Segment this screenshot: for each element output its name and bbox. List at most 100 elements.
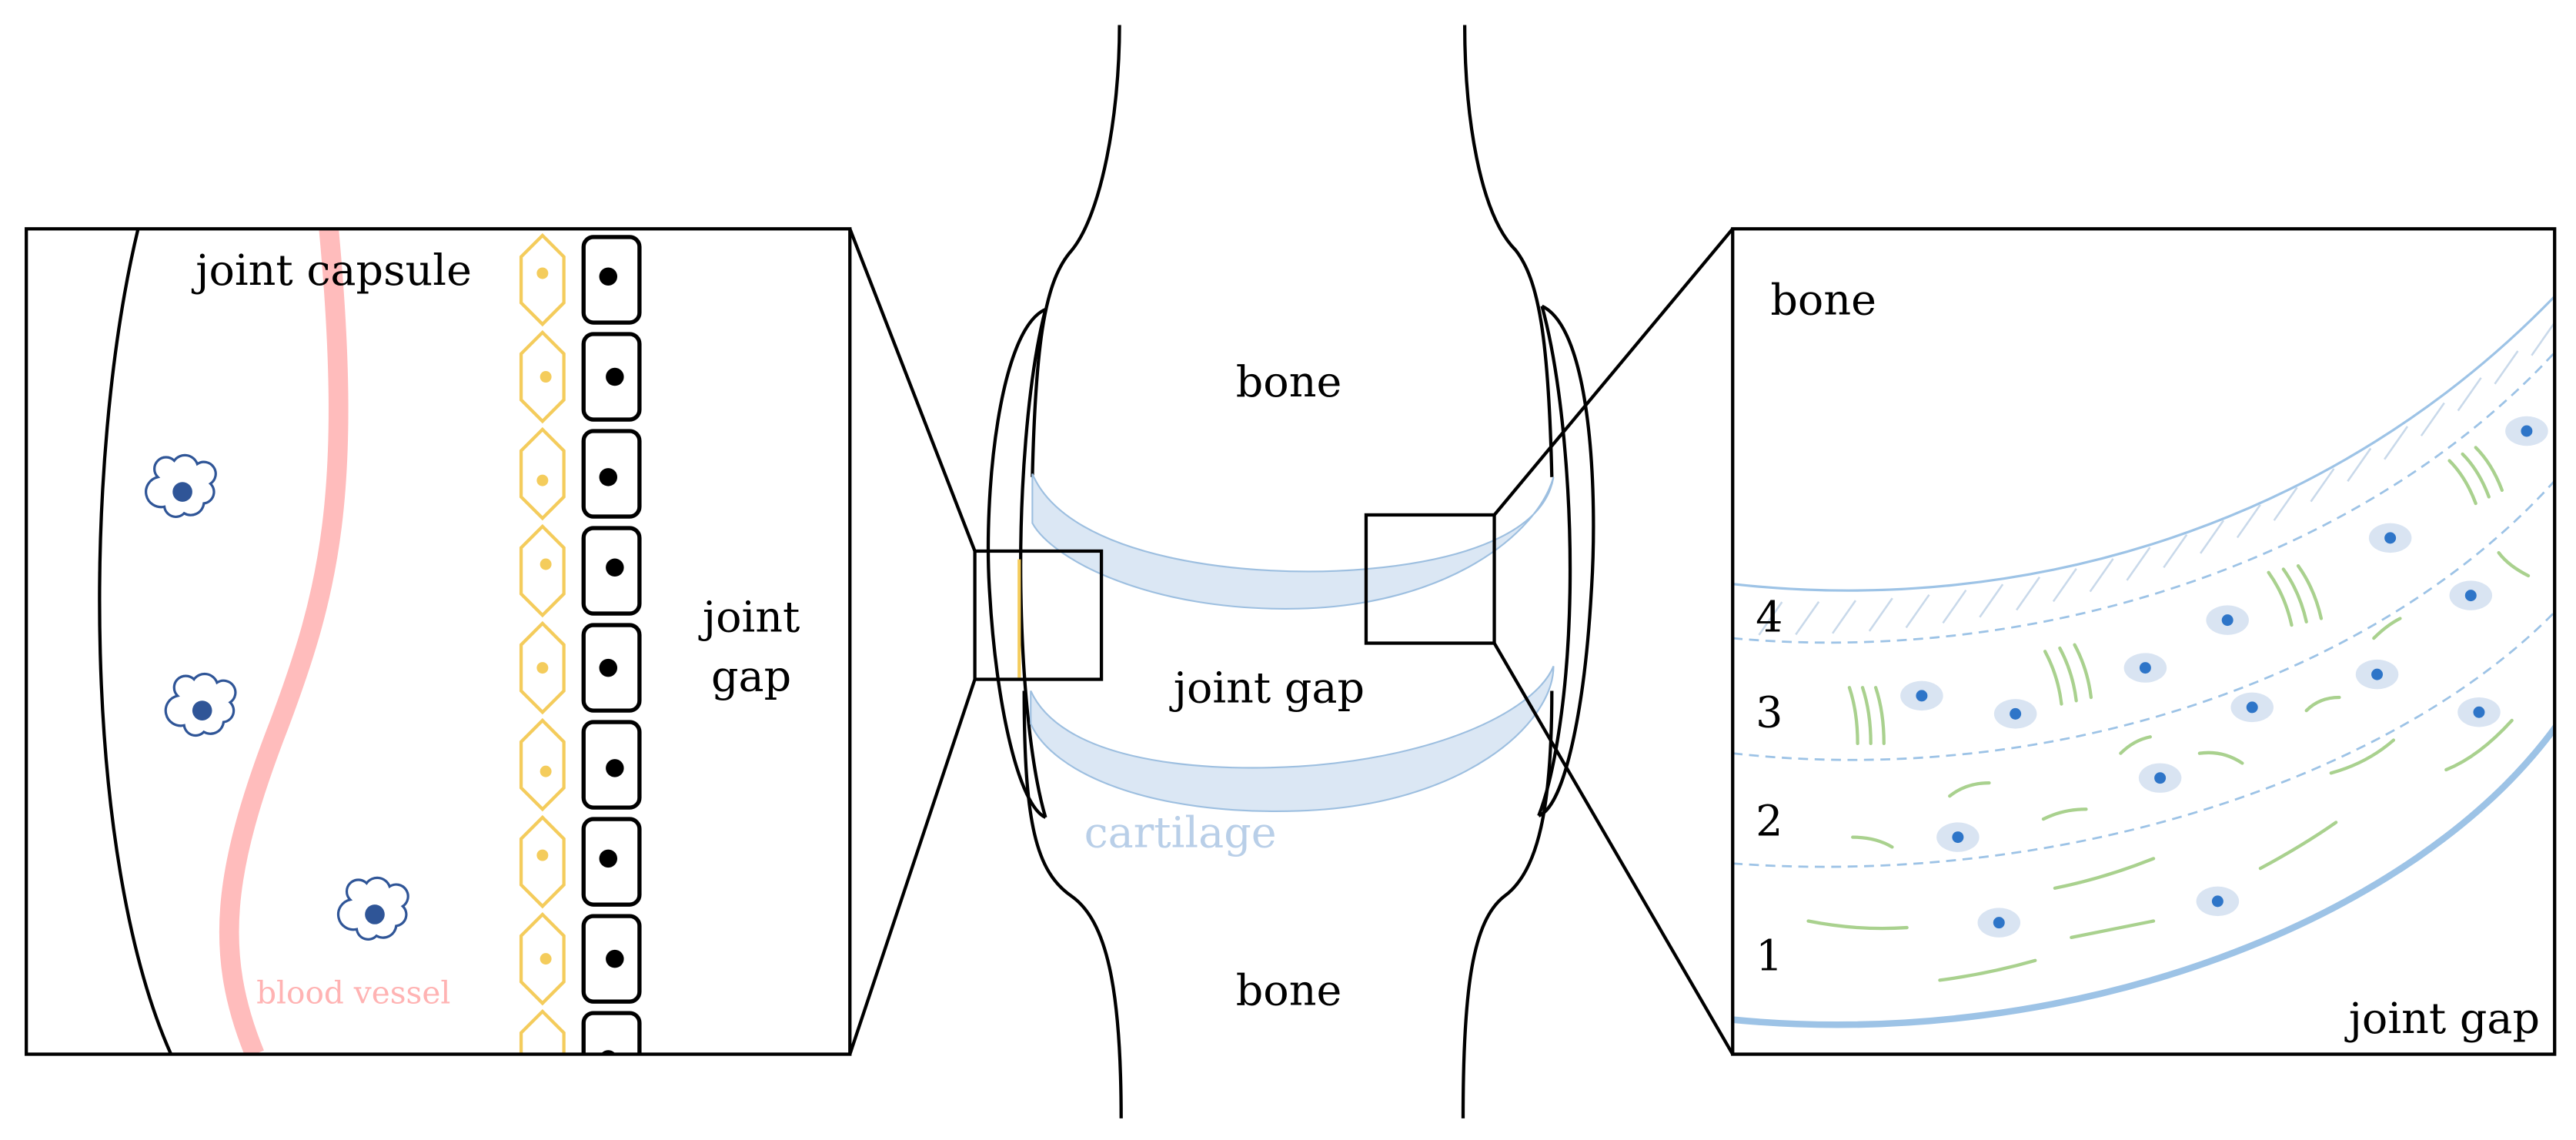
yellow-hexagon-cell — [519, 232, 566, 327]
top-bone-outline — [1031, 25, 1121, 477]
collagen-fiber — [2497, 550, 2531, 578]
collagen-fiber — [2053, 857, 2156, 890]
collagen-fiber — [2070, 919, 2156, 940]
zone-label-2: 2 — [1756, 796, 1782, 846]
zone-label-4: 4 — [1756, 593, 1782, 643]
collagen-fiber — [2461, 452, 2491, 499]
chondrocyte — [1993, 699, 2037, 729]
collagen-fiber — [2447, 459, 2477, 506]
chondrocytes — [1900, 416, 2548, 938]
right-zoom-box — [1364, 513, 1496, 645]
bottom-bone-outline — [1022, 690, 1123, 1118]
collagen-fiber — [2372, 617, 2402, 640]
black-square-cell — [581, 526, 642, 616]
collagen-fiber — [2043, 650, 2063, 706]
yellow-hexagon-cell — [519, 620, 566, 715]
immune-cell — [145, 453, 217, 519]
yellow-hexagon-cell — [519, 1008, 566, 1055]
right-zoom-line-bottom — [1492, 642, 1735, 1055]
chondrocyte — [2449, 580, 2493, 610]
collagen-fiber — [2258, 821, 2338, 871]
collagen-fiber — [2444, 718, 2514, 772]
chondrocyte — [2505, 416, 2548, 446]
collagen-fiber — [2073, 643, 2093, 700]
center-bone-bottom-label: bone — [1236, 965, 1342, 1015]
center-bone-top-label: bone — [1236, 357, 1342, 407]
yellow-hexagon-cell — [519, 426, 566, 521]
collagen-fiber — [1938, 958, 2037, 982]
collagen-fiber — [2197, 751, 2244, 765]
zone-boundary-2-1 — [1732, 610, 2555, 868]
bottom-cartilage — [1030, 666, 1555, 812]
immune-cell — [164, 672, 237, 737]
collagen-fiber — [2267, 570, 2294, 627]
black-square-cell — [581, 429, 642, 519]
chondrocyte — [2355, 659, 2399, 690]
blood-vessel — [219, 229, 349, 1055]
collagen-fiber — [2058, 646, 2078, 703]
center-joint-gap-label: joint gap — [1169, 663, 1365, 713]
center-cartilage-label: cartilage — [1084, 807, 1277, 858]
collagen-fiber — [1806, 919, 1909, 931]
calcified-zone-hatch — [1758, 322, 2555, 636]
immune-cell — [336, 876, 409, 941]
collagen-fiber — [2329, 738, 2396, 775]
black-square-cell — [581, 914, 642, 1004]
left-zoom-line-bottom — [848, 678, 977, 1055]
bone-cartilage-boundary — [1732, 294, 2555, 592]
right-detail-panel: bone 4 3 2 1 joint gap — [1731, 227, 2557, 1056]
left-capsule-outer — [986, 307, 1047, 819]
chondrocyte — [2368, 523, 2412, 553]
left-zoom-box — [973, 549, 1104, 681]
collagen-fiber — [1847, 686, 1859, 745]
collagen-fiber — [2281, 567, 2308, 623]
collagen-fiber — [2304, 695, 2341, 713]
left-detail-panel: joint capsule joint gap blood vessel — [25, 227, 852, 1056]
chondrocyte — [2138, 763, 2182, 793]
collagen-fiber — [1860, 686, 1873, 745]
right-joint-gap-label: joint gap — [2344, 994, 2540, 1044]
chondrocyte — [2206, 605, 2249, 635]
blood-vessel-label: blood vessel — [256, 974, 450, 1011]
collagen-fiber — [1851, 835, 1894, 849]
black-square-cell — [581, 332, 642, 422]
collagen-fiber — [2296, 564, 2324, 620]
chondrocyte — [2230, 692, 2274, 723]
right-capsule-outer — [1538, 304, 1595, 817]
center-joint: bone joint gap cartilage bone — [848, 25, 1735, 1118]
black-square-cell — [581, 720, 642, 810]
collagen-fibers — [1806, 446, 2531, 982]
chondrocyte — [1936, 822, 1980, 852]
chondrocyte — [1977, 908, 2021, 938]
joint-capsule-label: joint capsule — [191, 246, 472, 296]
collagen-fiber — [2474, 446, 2504, 493]
synoviocyte-column-yellow — [519, 232, 566, 1055]
capsule-boundary — [98, 229, 173, 1055]
zone-label-1: 1 — [1756, 931, 1782, 981]
synoviocyte-column-black — [581, 235, 642, 1055]
zone-label-3: 3 — [1756, 687, 1782, 737]
chondrocyte — [1900, 680, 1943, 711]
right-panel-frame — [1731, 227, 2557, 1056]
collagen-fiber — [1873, 686, 1886, 745]
yellow-hexagon-cell — [519, 523, 566, 618]
chondrocyte — [2457, 697, 2501, 727]
black-square-cell — [581, 623, 642, 713]
collagen-fiber — [2041, 807, 2088, 821]
top-cartilage — [1031, 473, 1555, 610]
yellow-hexagon-cell — [519, 911, 566, 1006]
articular-surface — [1732, 722, 2555, 1028]
right-capsule-inner — [1537, 306, 1572, 817]
right-bone-label: bone — [1770, 275, 1876, 325]
yellow-hexagon-cell — [519, 814, 566, 909]
left-panel-frame — [25, 227, 852, 1056]
yellow-hexagon-cell — [519, 329, 566, 424]
zone-boundary-4-3 — [1732, 350, 2555, 644]
collagen-fiber — [2119, 735, 2152, 755]
chondrocyte — [2196, 886, 2240, 917]
black-square-cell — [581, 817, 642, 907]
yellow-hexagon-cell — [519, 717, 566, 812]
right-zoom-line-top — [1492, 227, 1734, 517]
chondrocyte — [2123, 653, 2167, 683]
